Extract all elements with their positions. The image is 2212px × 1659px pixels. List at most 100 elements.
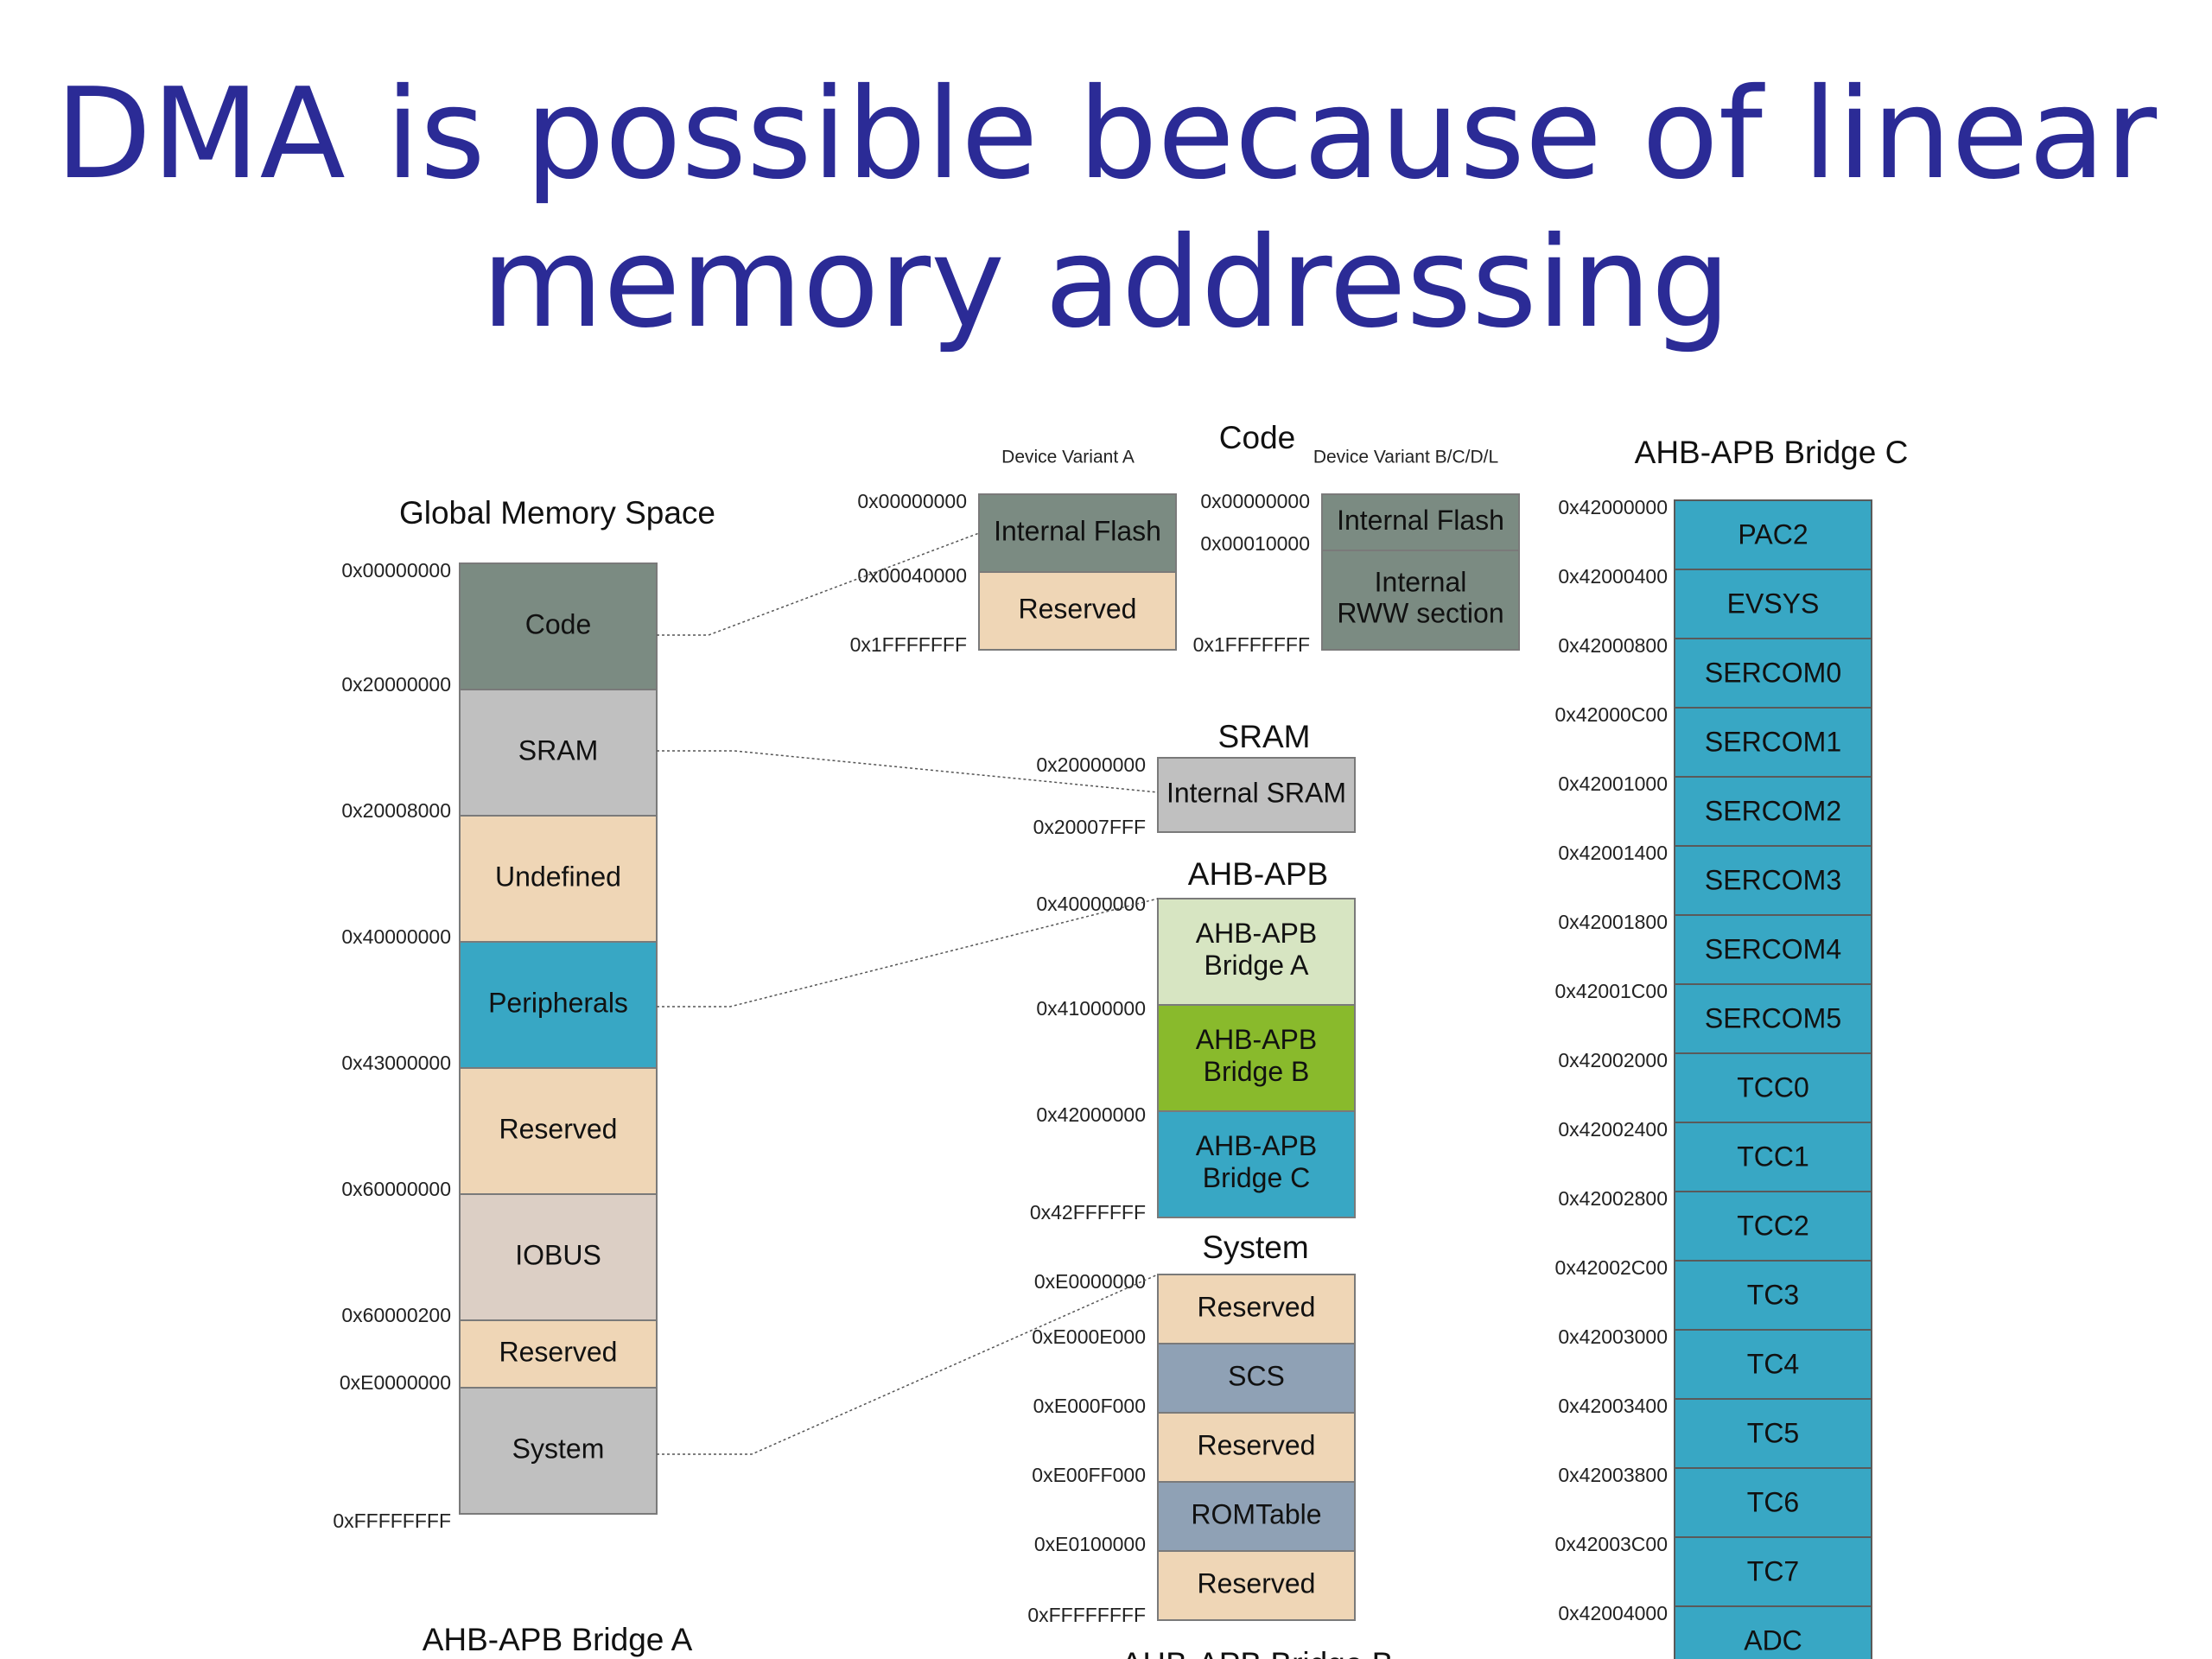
code-variant-b-label-internal-flash: Internal Flash [1337, 505, 1504, 536]
code-heading: Code [1219, 420, 1295, 455]
code-variant-b-address: 0x00010000 [1200, 532, 1310, 555]
device-variant-a-label: Device Variant A [1001, 448, 1135, 467]
bridge-c-address: 0x42000400 [1558, 565, 1668, 588]
bridge-c-block-tcc2 [1674, 1191, 1872, 1262]
slide-title-line-2: memory addressing [481, 210, 1731, 356]
global-memory-block-undefined [459, 815, 658, 943]
bridge-c-block-tc4 [1674, 1329, 1872, 1400]
bridge-c-block-sercom3 [1674, 845, 1872, 916]
global-memory-label-undefined: Undefined [495, 861, 621, 892]
code-variant-a-block-reserved [978, 571, 1177, 651]
code-variant-b-address: 0x1FFFFFFF [1193, 633, 1310, 656]
global-memory-address: 0x43000000 [341, 1052, 451, 1074]
bridge-c-address: 0x42002800 [1558, 1187, 1668, 1210]
global-memory-label-reserved: Reserved [499, 1336, 618, 1367]
system-map-label-scs: SCS [1228, 1360, 1285, 1391]
system-connector-line [657, 1274, 1159, 1455]
global-memory-label-system: System [512, 1433, 605, 1464]
system-map-label-reserved: Reserved [1198, 1567, 1316, 1599]
slide-title-line-1: DMA is possible because of linear [54, 61, 2158, 207]
system-map-block-reserved [1157, 1412, 1356, 1483]
code-variant-a-start-address: 0x00000000 [857, 490, 967, 512]
bridge-c-label-tcc0: TCC0 [1737, 1071, 1809, 1103]
bridge-c-address: 0x42002000 [1558, 1049, 1668, 1071]
bridge-c-label-tcc1: TCC1 [1737, 1141, 1809, 1172]
bridge-c-address: 0x42000C00 [1555, 703, 1668, 726]
code-variant-a-label-reserved: Reserved [1019, 593, 1137, 624]
global-memory-heading: Global Memory Space [399, 495, 715, 531]
system-map-address: 0xE0100000 [1034, 1533, 1146, 1555]
bridge-c-label-tc7: TC7 [1747, 1555, 1799, 1586]
global-memory-address: 0x60000200 [341, 1304, 451, 1326]
sram-map-start-address: 0x20000000 [1036, 753, 1146, 776]
system-map-block-romtable [1157, 1481, 1356, 1552]
bridge-c-address: 0x42002C00 [1555, 1256, 1668, 1279]
ahb-apb-map-address: 0x42000000 [1036, 1103, 1146, 1126]
global-memory-label-reserved: Reserved [499, 1113, 618, 1144]
ahb-apb-map-block-ahb-apb-bridge-c [1157, 1110, 1356, 1218]
ahb-apb-map-start-address: 0x40000000 [1036, 893, 1146, 915]
global-memory-block-reserved [459, 1067, 658, 1195]
bridge-c-label-tc5: TC5 [1747, 1417, 1799, 1448]
code-variant-a-address: 0x1FFFFFFF [850, 633, 967, 656]
global-memory: CodeSRAMUndefinedPeripheralsReservedIOBU… [333, 559, 658, 1532]
bridge-c-block-adc [1674, 1605, 1872, 1659]
global-memory-address: 0xFFFFFFFF [333, 1510, 451, 1532]
code-variant-b-block-internal-rww-section [1321, 550, 1520, 651]
global-memory-block-iobus [459, 1193, 658, 1321]
system-map-start-address: 0xE0000000 [1034, 1270, 1146, 1293]
global-memory-address: 0x60000000 [341, 1178, 451, 1200]
code-variant-b-block-internal-flash [1321, 493, 1520, 551]
bridge-c-label-sercom3: SERCOM3 [1705, 864, 1841, 895]
bridge-c-block-tc7 [1674, 1536, 1872, 1607]
bridge-c-address: 0x42001400 [1558, 842, 1668, 864]
bridge-c-block-tc6 [1674, 1467, 1872, 1538]
bridge-a-heading: AHB-APB Bridge A [423, 1622, 693, 1657]
bridge-c-block-sercom2 [1674, 776, 1872, 847]
code-variant-b-start-address: 0x00000000 [1200, 490, 1310, 512]
bridge-c-label-sercom2: SERCOM2 [1705, 795, 1841, 826]
bridge-c-block-sercom1 [1674, 707, 1872, 778]
global-memory-block-reserved [459, 1319, 658, 1389]
bridge-c-address: 0x42003800 [1558, 1464, 1668, 1486]
ahb-apb-map-block-ahb-apb-bridge-a [1157, 898, 1356, 1006]
sram-map-label-internal-sram: Internal SRAM [1166, 777, 1346, 808]
global-memory-block-system [459, 1387, 658, 1515]
code-connector-line [657, 532, 980, 636]
global-memory-label-sram: SRAM [518, 734, 598, 766]
bridge-c-address: 0x42000000 [1558, 496, 1668, 518]
bridge-c-map: PAC20x42000000EVSYS0x42000400SERCOM00x42… [1555, 496, 1872, 1659]
sram-map-block-internal-sram [1157, 757, 1356, 833]
bridge-c-address: 0x42003000 [1558, 1325, 1668, 1348]
global-memory-block-sram [459, 689, 658, 817]
global-memory-label-iobus: IOBUS [515, 1239, 601, 1270]
bridge-c-address: 0x42001C00 [1555, 980, 1668, 1002]
sram-connector-line [657, 750, 1159, 793]
bridge-c-label-tc4: TC4 [1747, 1348, 1799, 1379]
slide-title: DMA is possible because of linear memory… [0, 60, 2212, 358]
bridge-c-address: 0x42001000 [1558, 772, 1668, 795]
system-map-address: 0xFFFFFFFF [1027, 1604, 1146, 1626]
bridge-c-label-sercom1: SERCOM1 [1705, 726, 1841, 757]
system-map-block-scs [1157, 1343, 1356, 1414]
sram-map-address: 0x20007FFF [1033, 816, 1146, 838]
code-variant-a-address: 0x00040000 [857, 564, 967, 587]
bridge-c-label-sercom5: SERCOM5 [1705, 1002, 1841, 1033]
bridge-c-address: 0x42001800 [1558, 911, 1668, 933]
global-memory-address: 0x20000000 [341, 673, 451, 696]
bridge-c-block-sercom4 [1674, 914, 1872, 985]
bridge-b-heading: AHB-APB Bridge B [1122, 1646, 1394, 1659]
system-map-label-reserved: Reserved [1198, 1291, 1316, 1322]
bridge-c-label-adc: ADC [1744, 1624, 1802, 1656]
bridge-c-address: 0x42003C00 [1555, 1533, 1668, 1555]
device-variant-b-label: Device Variant B/C/D/L [1313, 448, 1498, 467]
sram-heading: SRAM [1218, 719, 1311, 754]
bridge-c-address: 0x42004000 [1558, 1602, 1668, 1624]
peripherals-connector-line [657, 898, 1159, 1007]
